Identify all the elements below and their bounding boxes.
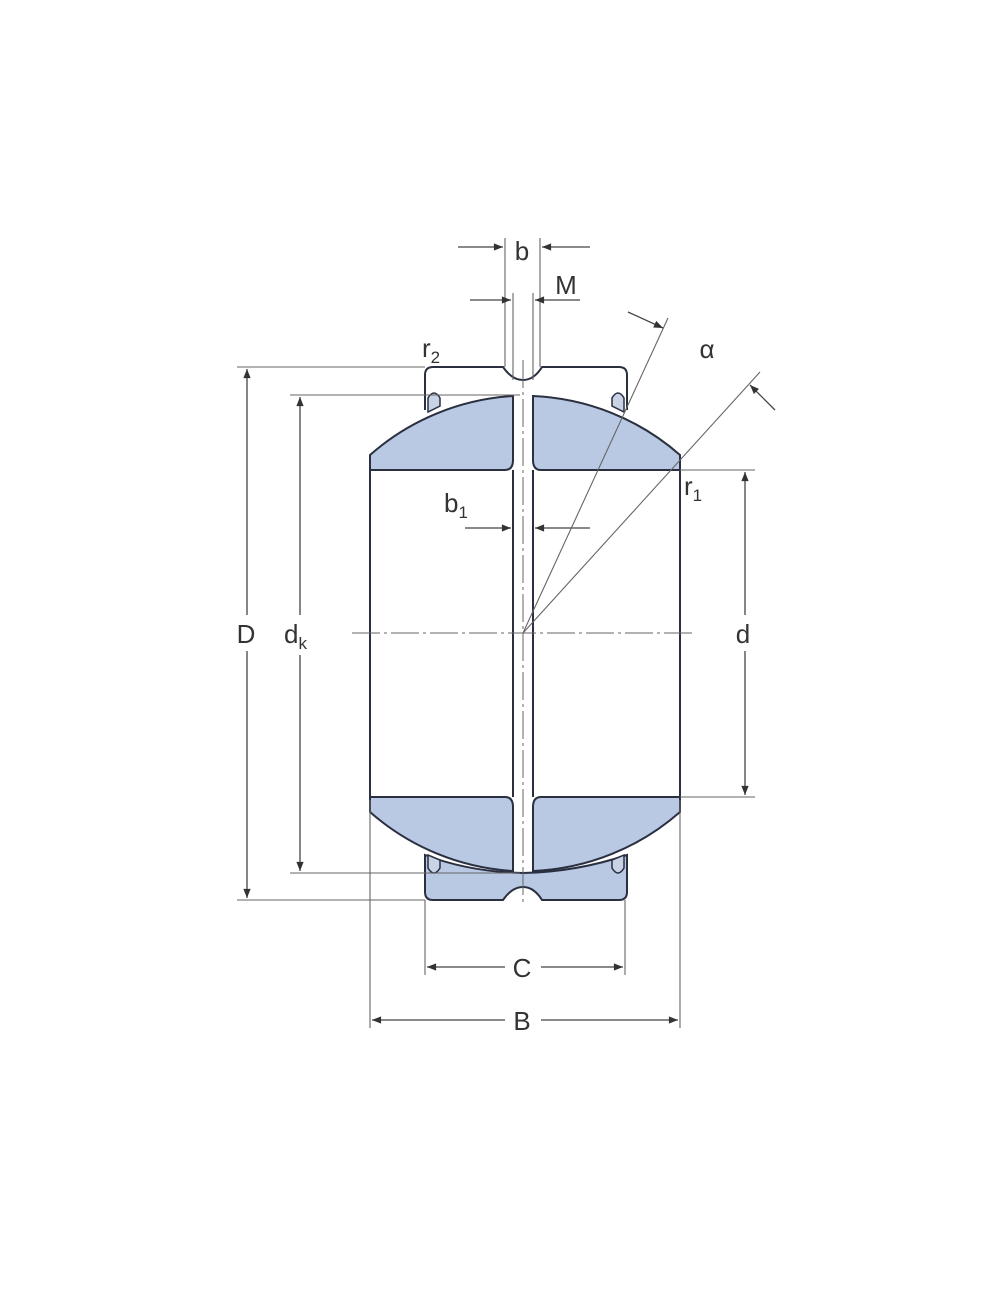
label-alpha: α <box>699 334 714 364</box>
label-r1: r1 <box>684 471 702 505</box>
alpha-line-2 <box>522 371 761 634</box>
label-r2: r2 <box>422 333 440 367</box>
inner-ring-bottom-left <box>369 796 514 873</box>
label-M: M <box>555 270 577 300</box>
label-b1: b1 <box>444 488 468 522</box>
inner-ring-top-right <box>532 394 681 471</box>
outer-ring-top <box>424 366 628 410</box>
label-b: b <box>515 236 529 266</box>
inner-ring-top-left <box>369 394 514 471</box>
label-C: C <box>513 953 532 983</box>
label-dk: dk <box>284 619 307 653</box>
alpha-line-1 <box>522 317 669 634</box>
inner-ring-bottom-right <box>532 796 681 873</box>
label-d: d <box>736 619 750 649</box>
label-D: D <box>237 619 256 649</box>
outer-ring-bottom <box>424 853 628 901</box>
label-B: B <box>513 1006 530 1036</box>
seal-icons <box>427 392 625 874</box>
